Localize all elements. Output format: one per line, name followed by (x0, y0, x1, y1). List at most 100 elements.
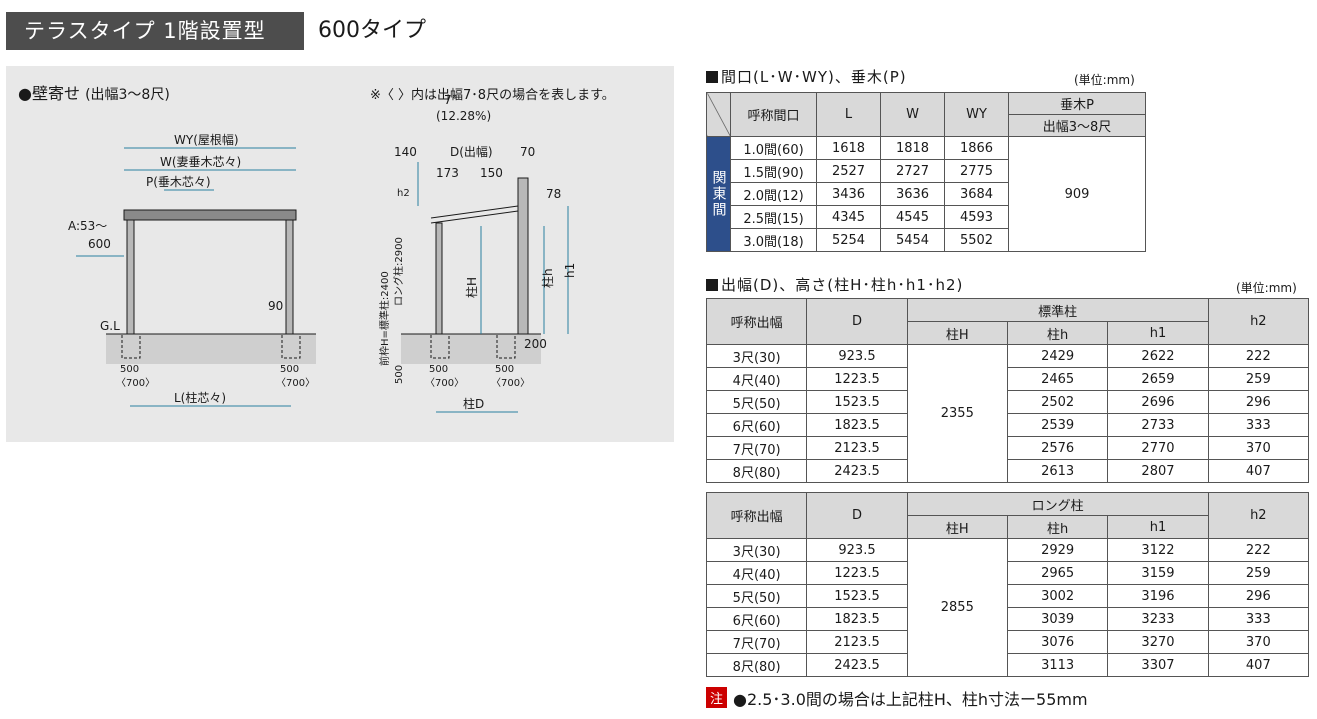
table-cell: 1823.5 (806, 413, 908, 437)
table2-title: 出幅(D)、高さ(柱H･柱h･h1･h2) (706, 274, 963, 295)
table-cell: 3636 (880, 182, 945, 206)
d70-label: 70 (520, 145, 535, 159)
table-cell: 6尺(60) (705, 607, 808, 631)
h1-label: h1 (563, 263, 577, 278)
w-label: W(妻垂木芯々) (160, 155, 241, 169)
table1-title: 間口(L･W･WY)、垂木(P) (706, 66, 907, 87)
table3-header: 柱h (1006, 515, 1109, 539)
footing-right-label: 500 (280, 364, 299, 375)
table-cell: 259 (1207, 367, 1310, 391)
diagram-title-sub: (出幅3〜8尺) (85, 87, 170, 103)
table-cell: 2123.5 (806, 436, 908, 460)
table-cell: 4尺(40) (705, 367, 808, 391)
table-cell: 7尺(70) (705, 436, 808, 460)
side-footing-right-label: 500 (495, 364, 514, 375)
side-elevation (401, 162, 569, 413)
table-cell: 4尺(40) (705, 561, 808, 585)
footing-right-alt-label: 〈700〉 (276, 377, 315, 389)
structure-drawing: WY(屋根幅) W(妻垂木芯々) P(垂木芯々) A:53〜 600 90 G.… (68, 93, 577, 413)
front-height-label: 前枠H=標準柱:2400 (378, 271, 391, 366)
table-cell: 407 (1207, 653, 1310, 677)
wy-label: WY(屋根幅) (174, 132, 239, 147)
table-cell: 3196 (1107, 584, 1209, 608)
table-cell: 2539 (1006, 413, 1109, 437)
long-height-label: ロング柱:2900 (392, 237, 405, 306)
hashira-h-label: 柱H (464, 277, 479, 298)
table-cell: 1818 (880, 136, 945, 160)
table-cell: 5尺(50) (705, 584, 808, 608)
a2-label: 600 (88, 237, 111, 251)
footnote-text: ●2.5･3.0間の場合は上記柱H、柱h寸法ー55mm (733, 690, 1088, 709)
table-cell: 3122 (1107, 538, 1209, 562)
table-cell: 2727 (880, 159, 945, 183)
table-cell: 2696 (1107, 390, 1209, 414)
table-cell: 2775 (944, 159, 1009, 183)
footnote-tag: 注 (706, 687, 728, 708)
table-cell: 5454 (880, 228, 945, 252)
table-cell: 4593 (944, 205, 1009, 229)
footing-left-alt-label: 〈700〉 (116, 377, 155, 389)
table-cell: 2929 (1006, 538, 1109, 562)
diagram-panel: ●壁寄せ (出幅3〜8尺) ※〈 〉内は出幅7･8尺の場合を表します。 WY(屋… (6, 66, 674, 442)
table-cell: 2527 (816, 159, 881, 183)
page-title: テラスタイプ 1階設置型 (6, 12, 304, 50)
table-cell: 3436 (816, 182, 881, 206)
table3-merged-h: 2855 (906, 538, 1008, 677)
hashira-d-label: 柱D (463, 396, 484, 411)
diagram-title: ●壁寄せ (出幅3〜8尺) (18, 80, 170, 104)
table2-header: 標準柱 (906, 298, 1209, 322)
d200-label: 200 (524, 337, 547, 351)
table-cell: 2429 (1006, 344, 1109, 368)
table1: 呼称間口 L W WY 垂木P 出幅3〜8尺 関東間 1.0間(60) 1618… (706, 92, 1146, 252)
gl-label: G.L (100, 319, 120, 333)
table3-header: h1 (1107, 515, 1209, 539)
table-cell: 1.5間(90) (730, 159, 817, 183)
table-cell: 296 (1207, 390, 1310, 414)
table-cell: 2659 (1107, 367, 1209, 391)
table1-unit: (単位:mm) (1074, 73, 1135, 87)
table-cell: 3307 (1107, 653, 1209, 677)
table-cell: 3113 (1006, 653, 1109, 677)
side-footing-right-alt-label: 〈700〉 (491, 377, 530, 389)
diagram-title-main: ●壁寄せ (18, 84, 80, 103)
square-bullet-icon (706, 71, 718, 83)
table-cell: 3233 (1107, 607, 1209, 631)
table-cell: 370 (1207, 436, 1310, 460)
table-cell: 1223.5 (806, 367, 908, 391)
table-cell: 2.0間(12) (730, 182, 817, 206)
table-cell: 2770 (1107, 436, 1209, 460)
table-cell: 2423.5 (806, 459, 908, 483)
table-cell: 923.5 (806, 538, 908, 562)
table-cell: 2465 (1006, 367, 1109, 391)
table-cell: 5502 (944, 228, 1009, 252)
table2-header: 呼称出幅 (705, 298, 808, 345)
table-cell: 2622 (1107, 344, 1209, 368)
table-cell: 7尺(70) (705, 630, 808, 654)
table-cell: 5尺(50) (705, 390, 808, 414)
angle-pct-label: (12.28%) (436, 109, 491, 123)
angle-label: 7° (444, 93, 458, 107)
table2-header: h2 (1207, 298, 1310, 345)
table-cell: 8尺(80) (705, 459, 808, 483)
page-subtitle: 600タイプ (318, 18, 426, 43)
table-cell: 2123.5 (806, 630, 908, 654)
table-cell: 1523.5 (806, 390, 908, 414)
table-cell: 2807 (1107, 459, 1209, 483)
table-cell: 1618 (816, 136, 881, 160)
diagram-note: ※〈 〉内は出幅7･8尺の場合を表します。 (370, 88, 615, 103)
table3-header: 柱H (906, 515, 1008, 539)
table-cell: 370 (1207, 630, 1310, 654)
d-label: D(出幅) (450, 144, 493, 159)
table3-header: h2 (1207, 492, 1310, 539)
l-label: L(柱芯々) (174, 390, 226, 405)
table-cell: 1223.5 (806, 561, 908, 585)
table3-header: ロング柱 (906, 492, 1209, 516)
table1-header: 呼称間口 (730, 92, 817, 137)
table-cell: 8尺(80) (705, 653, 808, 677)
table-cell: 222 (1207, 538, 1310, 562)
table-cell: 296 (1207, 584, 1310, 608)
table-cell: 1523.5 (806, 584, 908, 608)
d140-label: 140 (394, 145, 417, 159)
table-cell: 2733 (1107, 413, 1209, 437)
table-cell: 3270 (1107, 630, 1209, 654)
